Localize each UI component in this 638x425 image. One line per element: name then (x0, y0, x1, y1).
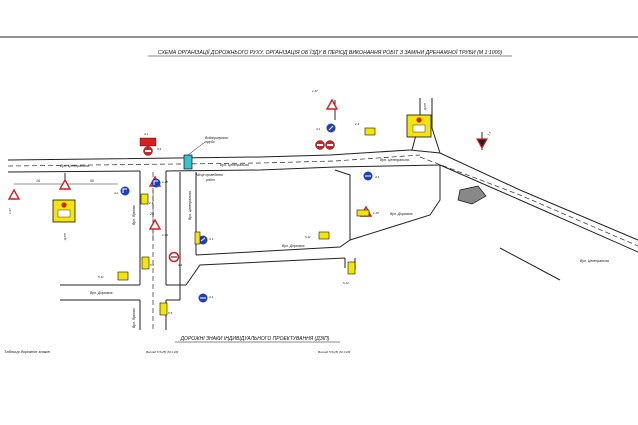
street-label-tsentralna-east: Вул. Центральна (580, 259, 609, 263)
detour-plate-icon: 5.5 (159, 302, 173, 316)
work-zone-hatch (457, 185, 487, 205)
road-network (7, 98, 638, 330)
signs-table-label: Таблиця дорожніх знаків (4, 349, 50, 354)
detour-plate-icon: 2.1 (140, 193, 154, 205)
warning-sign-icon (58, 173, 72, 190)
no-entry-sign-icon: 3.1 3.4 (139, 132, 162, 156)
detour-plate-icon: 5.2 (141, 256, 155, 270)
svg-text:1.25: 1.25 (162, 180, 168, 184)
svg-text:5.11: 5.11 (98, 275, 104, 279)
work-site-label-2: робіт (205, 178, 215, 182)
svg-text:5.5: 5.5 (168, 311, 173, 315)
street-label-yarkova-1: Вул. Яркова (132, 205, 136, 225)
street-label-tsentralna-mid: Вул. Центральна (220, 163, 249, 167)
svg-text:2.1: 2.1 (148, 201, 154, 205)
detour-plate-icon: 5.11 (305, 231, 330, 240)
detour-plate-icon: 2.3 (354, 122, 376, 136)
stop-sign-icon: 3.3 (168, 251, 183, 267)
svg-text:ДЗІП: ДЗІП (63, 232, 67, 241)
pipe-label-2: труба (205, 140, 215, 144)
turn-direction-sign-icon (151, 178, 161, 188)
svg-text:50: 50 (90, 179, 94, 183)
direction-sign-icon: 4.3 (363, 171, 380, 181)
detour-plate-icon (194, 231, 201, 245)
svg-text:4.1: 4.1 (209, 237, 214, 241)
svg-text:4.3: 4.3 (375, 175, 380, 179)
street-label-tsentralna-ne: Вул. Центральна (380, 158, 409, 162)
svg-text:5.2: 5.2 (150, 263, 155, 267)
svg-text:1.37: 1.37 (8, 208, 12, 214)
street-label-dorozhna-2: Вул. Дорожна (390, 212, 412, 216)
pipe-label-1: Водопропускна (205, 136, 228, 140)
svg-text:4.4: 4.4 (209, 295, 214, 299)
street-label-dorozhna-3: Вул. Дорожна (90, 291, 112, 295)
svg-text:25: 25 (149, 212, 154, 216)
warning-sign-icon: 1.1 (475, 131, 492, 150)
svg-text:5.12: 5.12 (343, 281, 349, 285)
view-label-left: Вигляд 5.5х(5) (М 1:20) (146, 350, 178, 354)
dzip-subtitle: ДОРОЖНІ ЗНАКИ ІНДИВІДУАЛЬНОГО ПРОЕКТУВАН… (180, 336, 330, 342)
svg-text:4.1: 4.1 (316, 127, 321, 131)
warning-sign-icon: 1.37 (7, 188, 21, 214)
svg-text:3.1: 3.1 (144, 132, 149, 136)
detour-plate-icon: 5.12 (343, 261, 356, 285)
svg-text:3.3: 3.3 (178, 263, 183, 267)
street-label-yarkova-2: Вул. Яркова (132, 308, 136, 328)
svg-text:1.1: 1.1 (486, 131, 492, 137)
svg-text:4.2: 4.2 (114, 191, 119, 195)
dimension-lines: 15 50 25 (14, 179, 154, 240)
svg-text:1.25: 1.25 (373, 211, 379, 215)
svg-text:1.13: 1.13 (162, 233, 168, 237)
svg-text:3.4: 3.4 (157, 147, 162, 151)
warning-sign-icon: 1.13 (148, 218, 168, 237)
view-label-right: Вигляд 5.5х(5) (М 1:20) (318, 350, 350, 354)
dzip-sign-icon: ДЗІП (52, 199, 76, 241)
svg-text:1.37: 1.37 (312, 89, 318, 93)
dzip-sign-icon: ДЗІП (406, 102, 432, 138)
detour-plate-icon: 5.11 (98, 271, 129, 281)
warning-sign-icon: 1.37 (312, 89, 339, 120)
no-entry-sign-icon (315, 140, 335, 150)
svg-text:ДЗІП: ДЗІП (423, 102, 427, 111)
turn-direction-sign-icon: 4.2 (114, 186, 130, 196)
direction-sign-icon: 4.1 (198, 235, 214, 245)
direction-sign-icon: 4.4 (198, 293, 214, 303)
street-label-dorozhna-1: Вул. Дорожна (282, 244, 304, 248)
direction-sign-icon: 4.1 (316, 123, 336, 133)
detour-plate-icon (356, 209, 370, 217)
svg-text:15: 15 (36, 179, 40, 183)
svg-text:5.11: 5.11 (305, 235, 311, 239)
street-label-vertical-mid: Вул. Центральна (188, 191, 192, 220)
drain-pipe-marker (183, 154, 193, 170)
work-site-label-1: Місце проведення (196, 173, 223, 177)
svg-text:2.3: 2.3 (354, 122, 360, 126)
scheme-title: СХЕМА ОРГАНІЗАЦІЇ ДОРОЖНЬОГО РУХУ. ОРГАН… (158, 49, 503, 56)
street-label-tsentralna-west: Вул. Центральна (60, 164, 89, 168)
